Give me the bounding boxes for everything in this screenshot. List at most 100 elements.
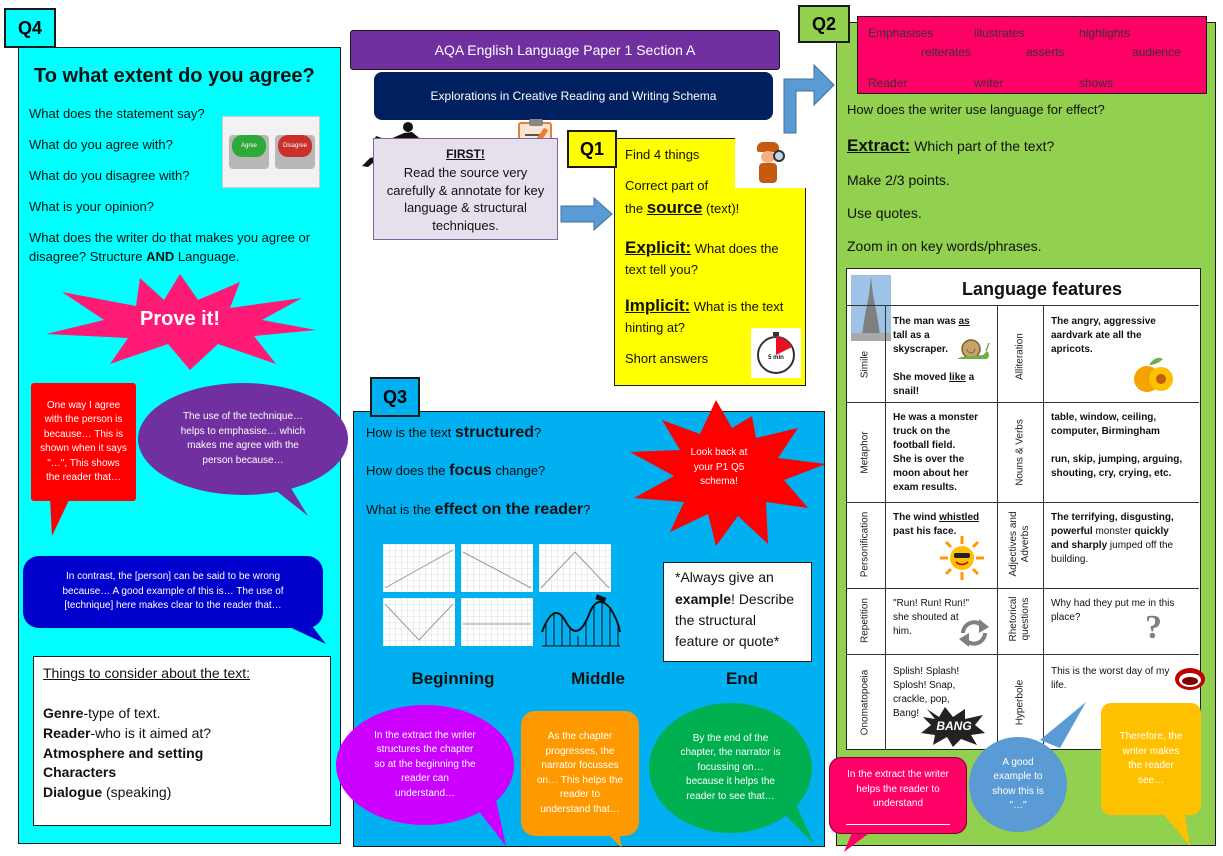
word-8: shows <box>1079 76 1114 90</box>
q2-label: Q2 <box>798 5 850 43</box>
detective-icon <box>735 138 807 188</box>
detective-hat <box>757 142 779 152</box>
disagree-button-top: Disagree <box>278 135 312 157</box>
row-personification <box>847 503 1199 589</box>
q4-writer-line2: disagree? Structure AND Language. <box>29 249 240 264</box>
q3-line-2: How does the focus change? <box>366 462 546 479</box>
q4-label: Q4 <box>4 8 56 48</box>
sun-icon <box>940 536 984 580</box>
language-features-table: Language features Simile Alliteration Me… <box>846 268 1205 750</box>
subtitle-text: Explorations in Creative Reading and Wri… <box>430 89 717 103</box>
bang-text: BANG <box>936 719 972 733</box>
q2-zoom: Zoom in on key words/phrases. <box>847 238 1042 254</box>
look-back-starburst <box>630 400 826 546</box>
q2-pink-bubble-text: In the extract the writer helps the read… <box>847 769 949 809</box>
pink-bubble-tail <box>844 828 876 852</box>
middle-label: Middle <box>571 669 625 688</box>
title-text: AQA English Language Paper 1 Section A <box>434 42 696 58</box>
adjectives-example: The terrifying, disgusting, powerful mon… <box>1051 512 1174 565</box>
rhetorical-example: Why had they put me in this place? <box>1051 598 1175 623</box>
q4-line-2: What do you disagree with? <box>29 168 190 183</box>
alliteration-label: Alliteration <box>1014 333 1026 380</box>
magnifier-icon <box>773 150 785 162</box>
agree-button-top: Agree <box>232 135 266 157</box>
nouns-verbs-example: table, window, ceiling, computer, Birmin… <box>1051 412 1183 479</box>
q3-end-bubble: By the end of the chapter, the narrator … <box>649 703 812 833</box>
word-7: writer <box>974 76 1004 90</box>
metaphor-label: Metaphor <box>859 431 871 474</box>
alliteration-example: The angry, aggressive aardvark ate all t… <box>1051 316 1156 355</box>
blue-bubble-tail <box>1040 702 1086 748</box>
pink-bubble-write-line <box>846 824 950 825</box>
nouns-verbs-label: Nouns & Verbs <box>1014 419 1026 486</box>
q2-how: How does the writer use language for eff… <box>847 102 1105 117</box>
word-3: reiterates <box>921 45 972 59</box>
always-line-1: *Always give an <box>675 569 774 585</box>
q1-correct: Correct part of <box>625 178 709 193</box>
detective-body <box>759 163 777 183</box>
consider-item-2: Atmosphere and setting <box>43 745 204 761</box>
q1-implicit-line: Implicit: What is the text <box>625 296 784 315</box>
q3-line-3: What is the effect on the reader? <box>366 501 591 518</box>
consider-item-4: Dialogue (speaking) <box>43 784 172 800</box>
q2-points: Make 2/3 points. <box>847 172 950 188</box>
q2-quotes: Use quotes. <box>847 205 922 221</box>
always-line-2: example! Describe <box>675 591 795 607</box>
structure-graphs <box>383 544 613 648</box>
arrow-to-q2-icon <box>783 63 835 134</box>
always-example-box <box>663 562 812 662</box>
title-banner: AQA English Language Paper 1 Section A <box>350 30 780 70</box>
q1-label: Q1 <box>567 130 617 168</box>
q2-pink-bubble <box>829 757 967 834</box>
consider-item-3: Characters <box>43 764 117 780</box>
hyperbole-label: Hyperbole <box>1014 679 1026 726</box>
skyscraper-icon <box>851 275 891 341</box>
lang-title: Language features <box>961 279 1123 299</box>
q2-extract: Extract: Which part of the text? <box>847 136 1055 155</box>
prove-it-text: Prove it! <box>139 308 221 330</box>
col-line-1 <box>885 306 886 749</box>
consider-box <box>33 656 331 826</box>
arrow-to-q1-icon <box>560 196 613 232</box>
col-line-3 <box>1043 306 1044 749</box>
first-box <box>373 138 558 240</box>
personification-example: The wind whistled past his face. <box>893 512 980 537</box>
q2-word-bank <box>857 16 1207 94</box>
q4-line-0: What does the statement say? <box>29 106 205 121</box>
apricot-icon <box>1134 357 1173 392</box>
timer-icon: 5 min <box>751 328 801 378</box>
onomatopoeia-label: Onomatopoeia <box>859 669 871 736</box>
q1-find: Find 4 things <box>625 147 700 162</box>
row-repetition <box>847 589 1199 655</box>
simile-label: Simile <box>859 350 871 379</box>
word-5: audience <box>1132 45 1181 59</box>
first-text: Read the source very carefully & annotat… <box>386 165 545 233</box>
look-back-text: Look back at your P1 Q5 schema! <box>690 447 748 487</box>
q4-blue-bubble: In contrast, the [person] can be said to… <box>23 556 323 628</box>
onomatopoeia-example: Splish! Splash! Splosh! Snap, crackle, p… <box>893 666 960 719</box>
word-6: Reader <box>868 76 908 90</box>
q1-source-line: the source (text)! <box>625 198 740 217</box>
q3-line-1: How is the text structured? <box>366 424 542 441</box>
repetition-label: Repetition <box>859 597 871 644</box>
q3-label: Q3 <box>370 377 420 417</box>
word-2: highlights <box>1079 26 1130 40</box>
repetition-example: "Run! Run! Run!" she shouted at him. <box>893 598 970 637</box>
repeat-arrows-icon <box>959 619 989 647</box>
timer-label: 5 min <box>768 355 784 361</box>
first-label: FIRST! <box>446 147 485 161</box>
row-metaphor <box>847 403 1199 503</box>
q1-explicit-line2: text tell you? <box>625 262 698 277</box>
consider-title: Things to consider about the text: <box>43 665 251 681</box>
clipboard-clip <box>529 119 543 126</box>
detective-face <box>761 151 775 163</box>
col-line-2 <box>997 306 998 749</box>
always-line-4: feature or quote* <box>675 633 780 649</box>
always-line-3: the structural <box>675 612 756 628</box>
q3-middle-bubble: As the chapter progresses, the narrator … <box>521 711 639 836</box>
consider-item-1: Reader-who is it aimed at? <box>43 725 212 741</box>
bang-burst-icon <box>921 707 985 747</box>
hyperbole-example: This is the worst day of my life. <box>1051 666 1170 691</box>
